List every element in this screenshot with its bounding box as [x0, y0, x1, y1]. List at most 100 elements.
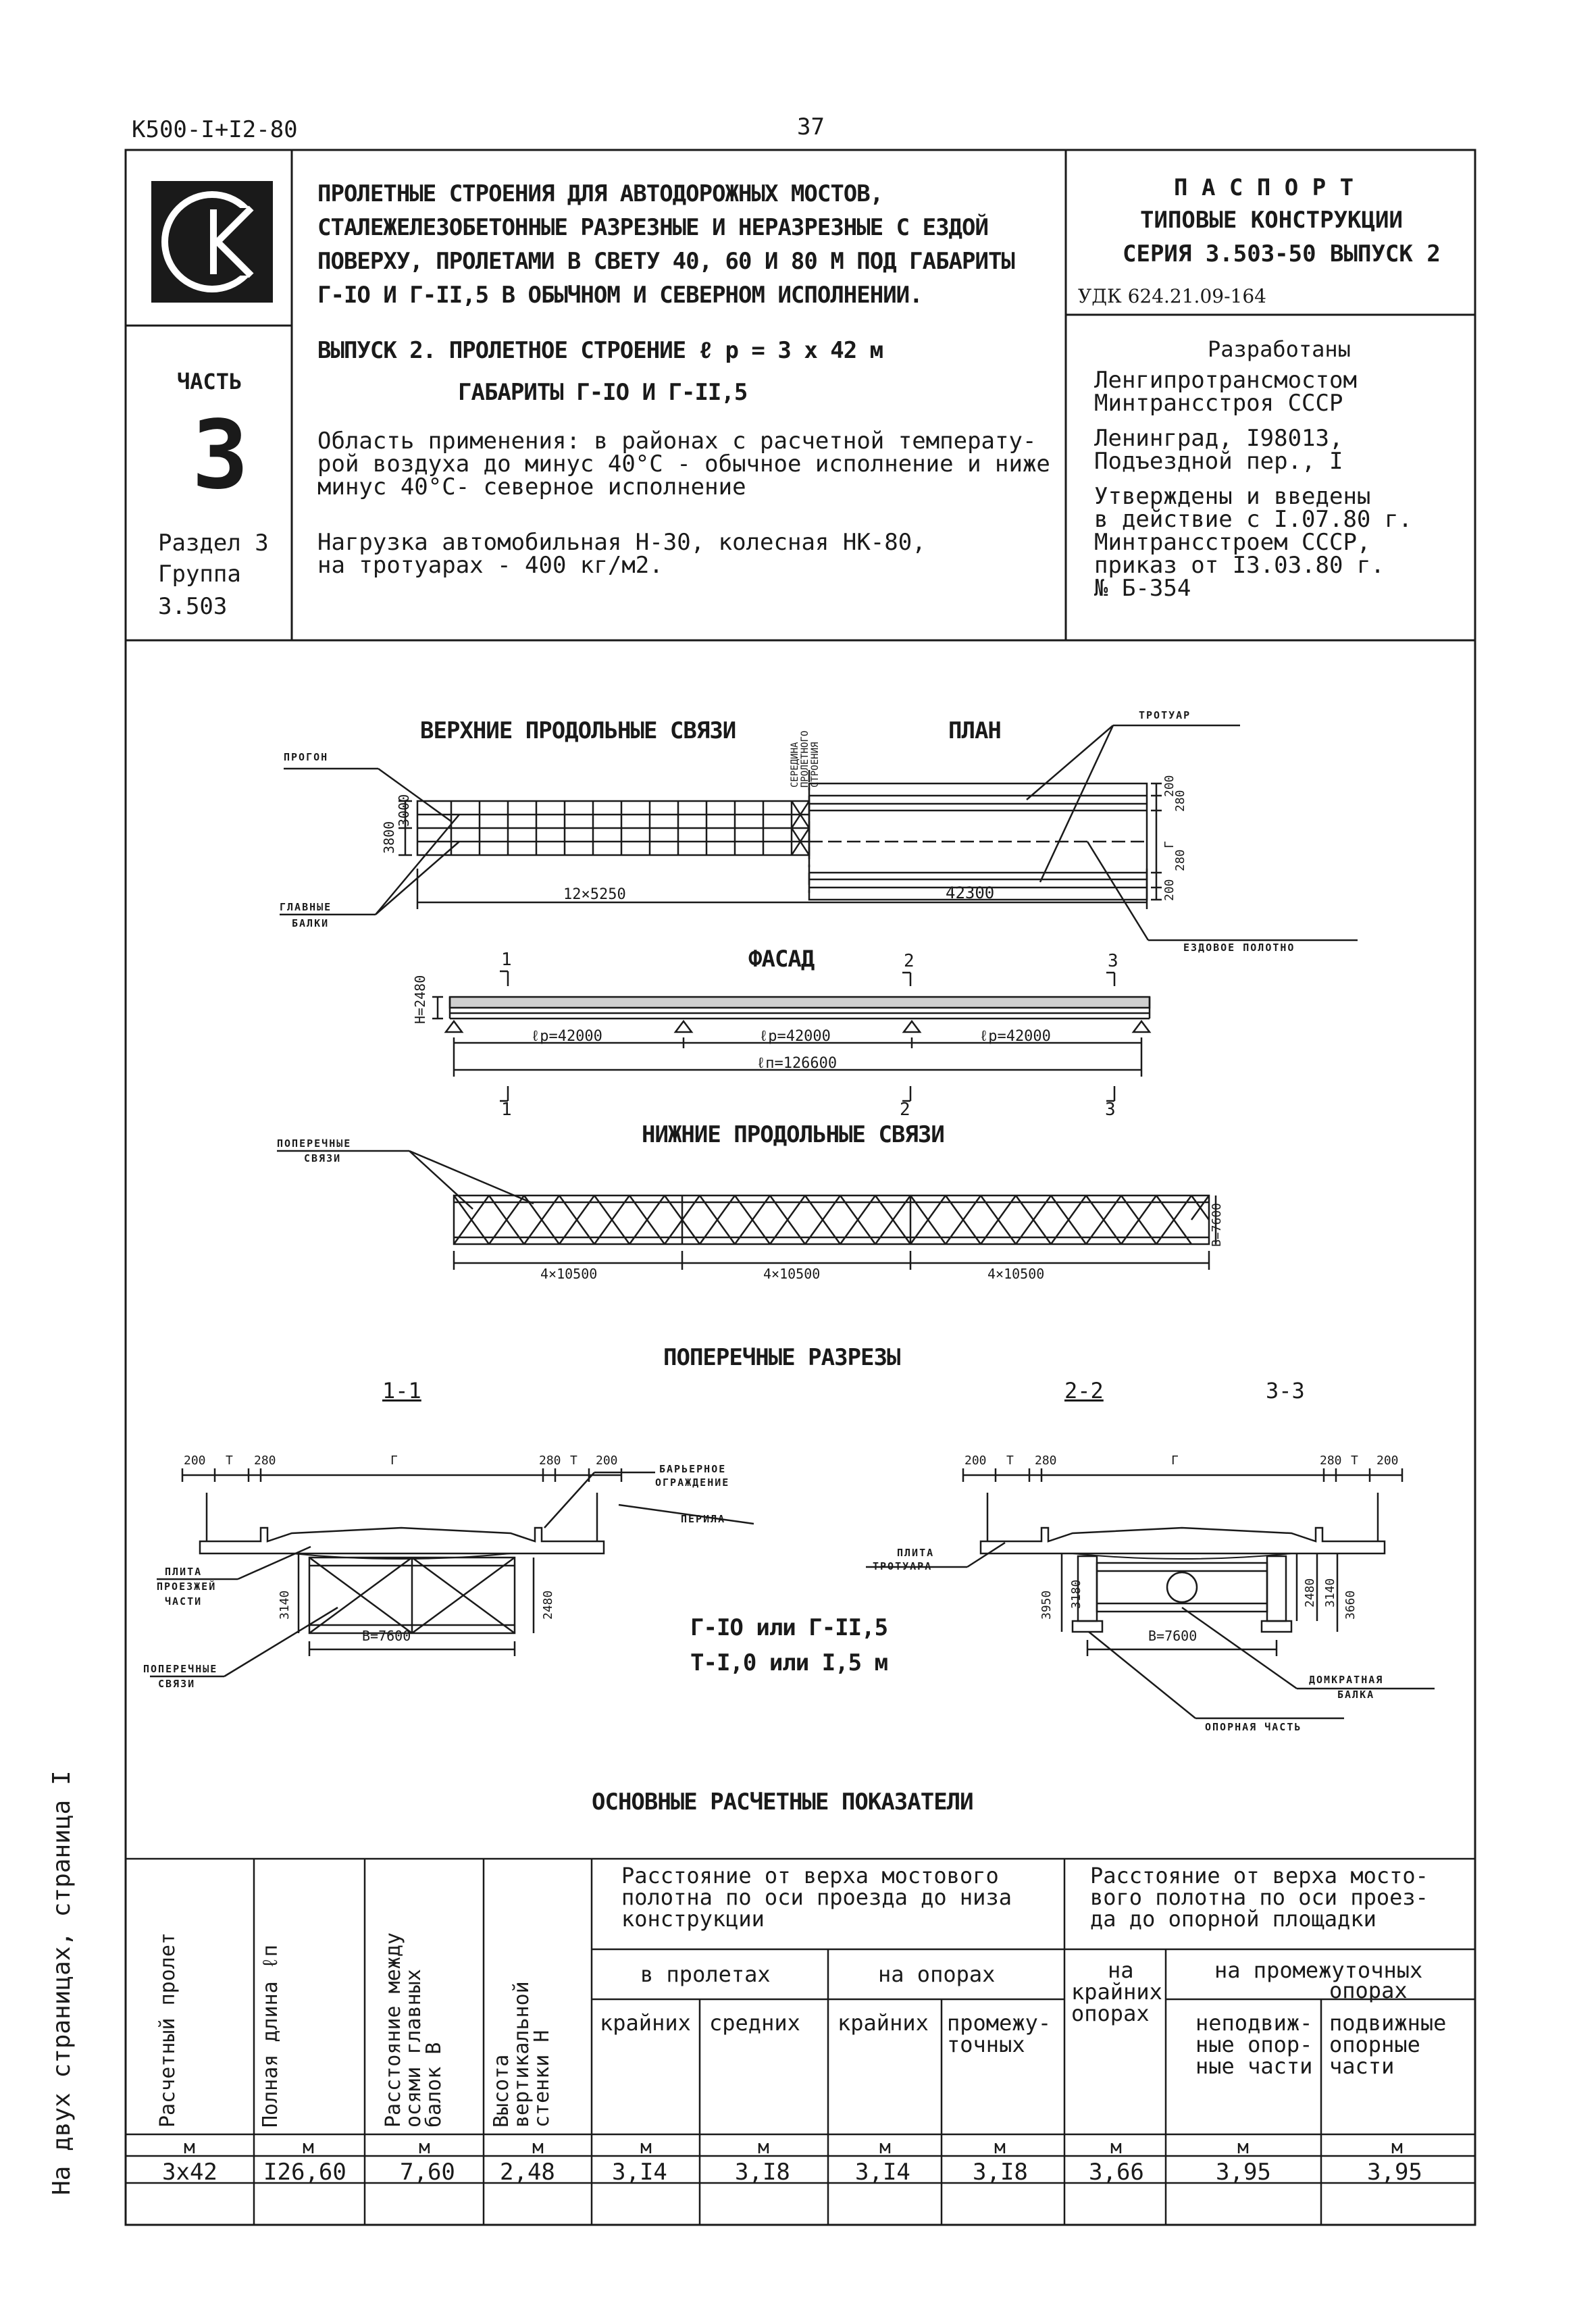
extreme-supports-header: на [1108, 1957, 1134, 1983]
sec-dim: 280 [539, 1454, 561, 1468]
dim-2480: 2480 [1303, 1578, 1317, 1608]
group1-header: полотна по оси проезда до низа [621, 1884, 1012, 1910]
barrier-label: ОГРАЖДЕНИЕ [655, 1476, 730, 1489]
slab-label: ПЛИТА [165, 1566, 203, 1578]
title-line: СТАЛЕЖЕЛЕЗОБЕТОННЫЕ РАЗРЕЗНЫЕ И НЕРАЗРЕЗ… [317, 214, 989, 241]
developed-line: приказ от I3.03.80 г. [1094, 552, 1385, 579]
value-cell: 3х42 [162, 2159, 217, 2186]
bottom-bracing-title: НИЖНИЕ ПРОДОЛЬНЫЕ СВЯЗИ [642, 1121, 945, 1148]
plan-dim: 280 [1173, 849, 1187, 871]
plan-dim: Г [1162, 841, 1177, 848]
unit-cell: м [184, 2136, 195, 2158]
intermediate-header: промежу- [947, 2010, 1052, 2036]
sec-dim: Т [570, 1454, 577, 1468]
title-line: Г-IO И Г-II,5 В ОБЫЧНОМ И СЕВЕРНОМ ИСПОЛ… [317, 282, 923, 309]
sec-dim: 200 [184, 1454, 206, 1468]
section-line: Группа [158, 561, 241, 588]
load-line: на тротуарах - 400 кг/м2. [317, 552, 663, 579]
unit-cell: м [419, 2136, 430, 2158]
walk-slab-label: ПЛИТА [897, 1547, 935, 1559]
group2-header: Расстояние от верха мосто- [1090, 1863, 1428, 1888]
indicators-title: ОСНОВНЫЕ РАСЧЕТНЫЕ ПОКАЗАТЕЛИ [592, 1789, 974, 1816]
sec-dim: Т [1006, 1454, 1014, 1468]
unit-cell: м [640, 2136, 652, 2158]
developed-line: Минтрансстроя СССР [1094, 390, 1343, 417]
cut-mark-1: 1 [501, 1100, 512, 1120]
main-beams-label: ГЛАВНЫЕ [280, 901, 332, 913]
passport-series: СЕРИЯ 3.503-50 ВЫПУСК 2 [1123, 240, 1441, 267]
ck-logo [151, 181, 273, 303]
railing-label: ПЕРИЛА [681, 1513, 726, 1525]
value-cell: 3,95 [1216, 2159, 1271, 2186]
developed-line: Ленгипротрансмостом [1094, 367, 1357, 394]
page-number: 37 [797, 113, 825, 140]
group2-header: да до опорной площадки [1090, 1906, 1376, 1932]
value-cell: 3,I8 [973, 2159, 1028, 2186]
developed-line: в действие с I.07.80 г. [1094, 506, 1412, 533]
gabarit-note: Т-I,0 или I,5 м [690, 1649, 888, 1676]
part-number: 3 [192, 401, 249, 511]
walk-slab-label: ТРОТУАРА [873, 1560, 933, 1572]
scope-line: минус 40°С- северное исполнение [317, 473, 746, 500]
sec-dim: Т [226, 1454, 233, 1468]
roadway-label: ЕЗДОВОЕ ПОЛОТНО [1183, 942, 1295, 954]
gabarit-line: ГАБАРИТЫ Г-IO И Г-II,5 [458, 379, 748, 406]
middle-header: средних [709, 2010, 800, 2036]
sec-dim: 280 [1035, 1454, 1057, 1468]
plan-dim: 280 [1173, 790, 1187, 812]
extreme-supports-header: крайних [1071, 1979, 1162, 2005]
dim-b7600: В=7600 [1148, 1628, 1198, 1644]
jack-beam-label: ДОМКРАТНАЯ [1309, 1674, 1384, 1686]
dim-b7600: В=7600 [1210, 1202, 1224, 1247]
col-length-header: Полная длина ℓп [259, 1945, 282, 2128]
dim-3000: 3000 [396, 794, 412, 827]
sec-dim: 280 [254, 1454, 276, 1468]
bearing-label: ОПОРНАЯ ЧАСТЬ [1205, 1721, 1302, 1733]
col-span-header: Расчетный пролет [156, 1932, 180, 2128]
top-bracing-plan [280, 767, 810, 916]
unit-cell: м [879, 2136, 891, 2158]
extreme-supports-header: опорах [1071, 2001, 1150, 2026]
sec-dim: Т [1351, 1454, 1358, 1468]
top-bracing-title: ВЕРХНИЕ ПРОДОЛЬНЫЕ СВЯЗИ [420, 717, 736, 744]
facade-elevation [432, 970, 1152, 1102]
passport-title: П А С П О Р Т [1174, 174, 1354, 201]
progon-label: ПРОГОН [284, 751, 329, 763]
section-2-2-label: 2-2 [1064, 1378, 1104, 1404]
fixed-header: неподвиж- [1195, 2010, 1313, 2036]
extreme-header: крайних [600, 2010, 691, 2036]
section-1-1 [150, 1468, 754, 1678]
gabarit-note: Г-IO или Г-II,5 [690, 1614, 888, 1641]
dim-3140: 3140 [278, 1590, 292, 1620]
udk-code: УДК 624.21.09-164 [1078, 285, 1266, 307]
dim-4x10500: 4×10500 [763, 1266, 821, 1282]
scope-line: рой воздуха до минус 40°С - обычное испо… [317, 451, 1050, 478]
value-cell: 3,66 [1089, 2159, 1144, 2186]
cut-mark-3: 3 [1105, 1100, 1116, 1120]
slab-label: ПРОЕЗЖЕЙ [157, 1580, 217, 1593]
fixed-header: ные части [1195, 2053, 1313, 2079]
sec-dim: 200 [1376, 1454, 1399, 1468]
part-label: ЧАСТЬ [177, 369, 242, 394]
cut-mark-2: 2 [904, 951, 915, 971]
jack-beam-label: БАЛКА [1337, 1689, 1375, 1701]
sec-dim: 200 [964, 1454, 987, 1468]
value-cell: 3,95 [1367, 2159, 1422, 2186]
indicator-table-grid [126, 1857, 1475, 2225]
midspan-label: СЕРЕДИНА ПРОЛЕТНОГО СТРОЕНИЯ [790, 730, 821, 788]
movable-header: подвижные [1329, 2010, 1447, 2036]
cut-mark-1: 1 [501, 950, 512, 970]
group1-header: конструкции [621, 1906, 765, 1932]
at-supports-header: на опорах [878, 1961, 996, 1987]
col-height-header: Высота вертикальной стенки Н [490, 1981, 554, 2128]
main-beams-label: БАЛКИ [292, 917, 330, 929]
value-cell: 3,I4 [855, 2159, 910, 2186]
value-cell: 7,60 [400, 2159, 455, 2186]
section-line: 3.503 [158, 593, 228, 620]
sec-dim: Г [1171, 1454, 1179, 1468]
span-label-1: ℓр=42000 [531, 1028, 602, 1045]
cross-ties-label: СВЯЗИ [304, 1152, 342, 1164]
unit-cell: м [758, 2136, 769, 2158]
sec-dim: Г [390, 1454, 398, 1468]
sec-dim: 200 [596, 1454, 618, 1468]
